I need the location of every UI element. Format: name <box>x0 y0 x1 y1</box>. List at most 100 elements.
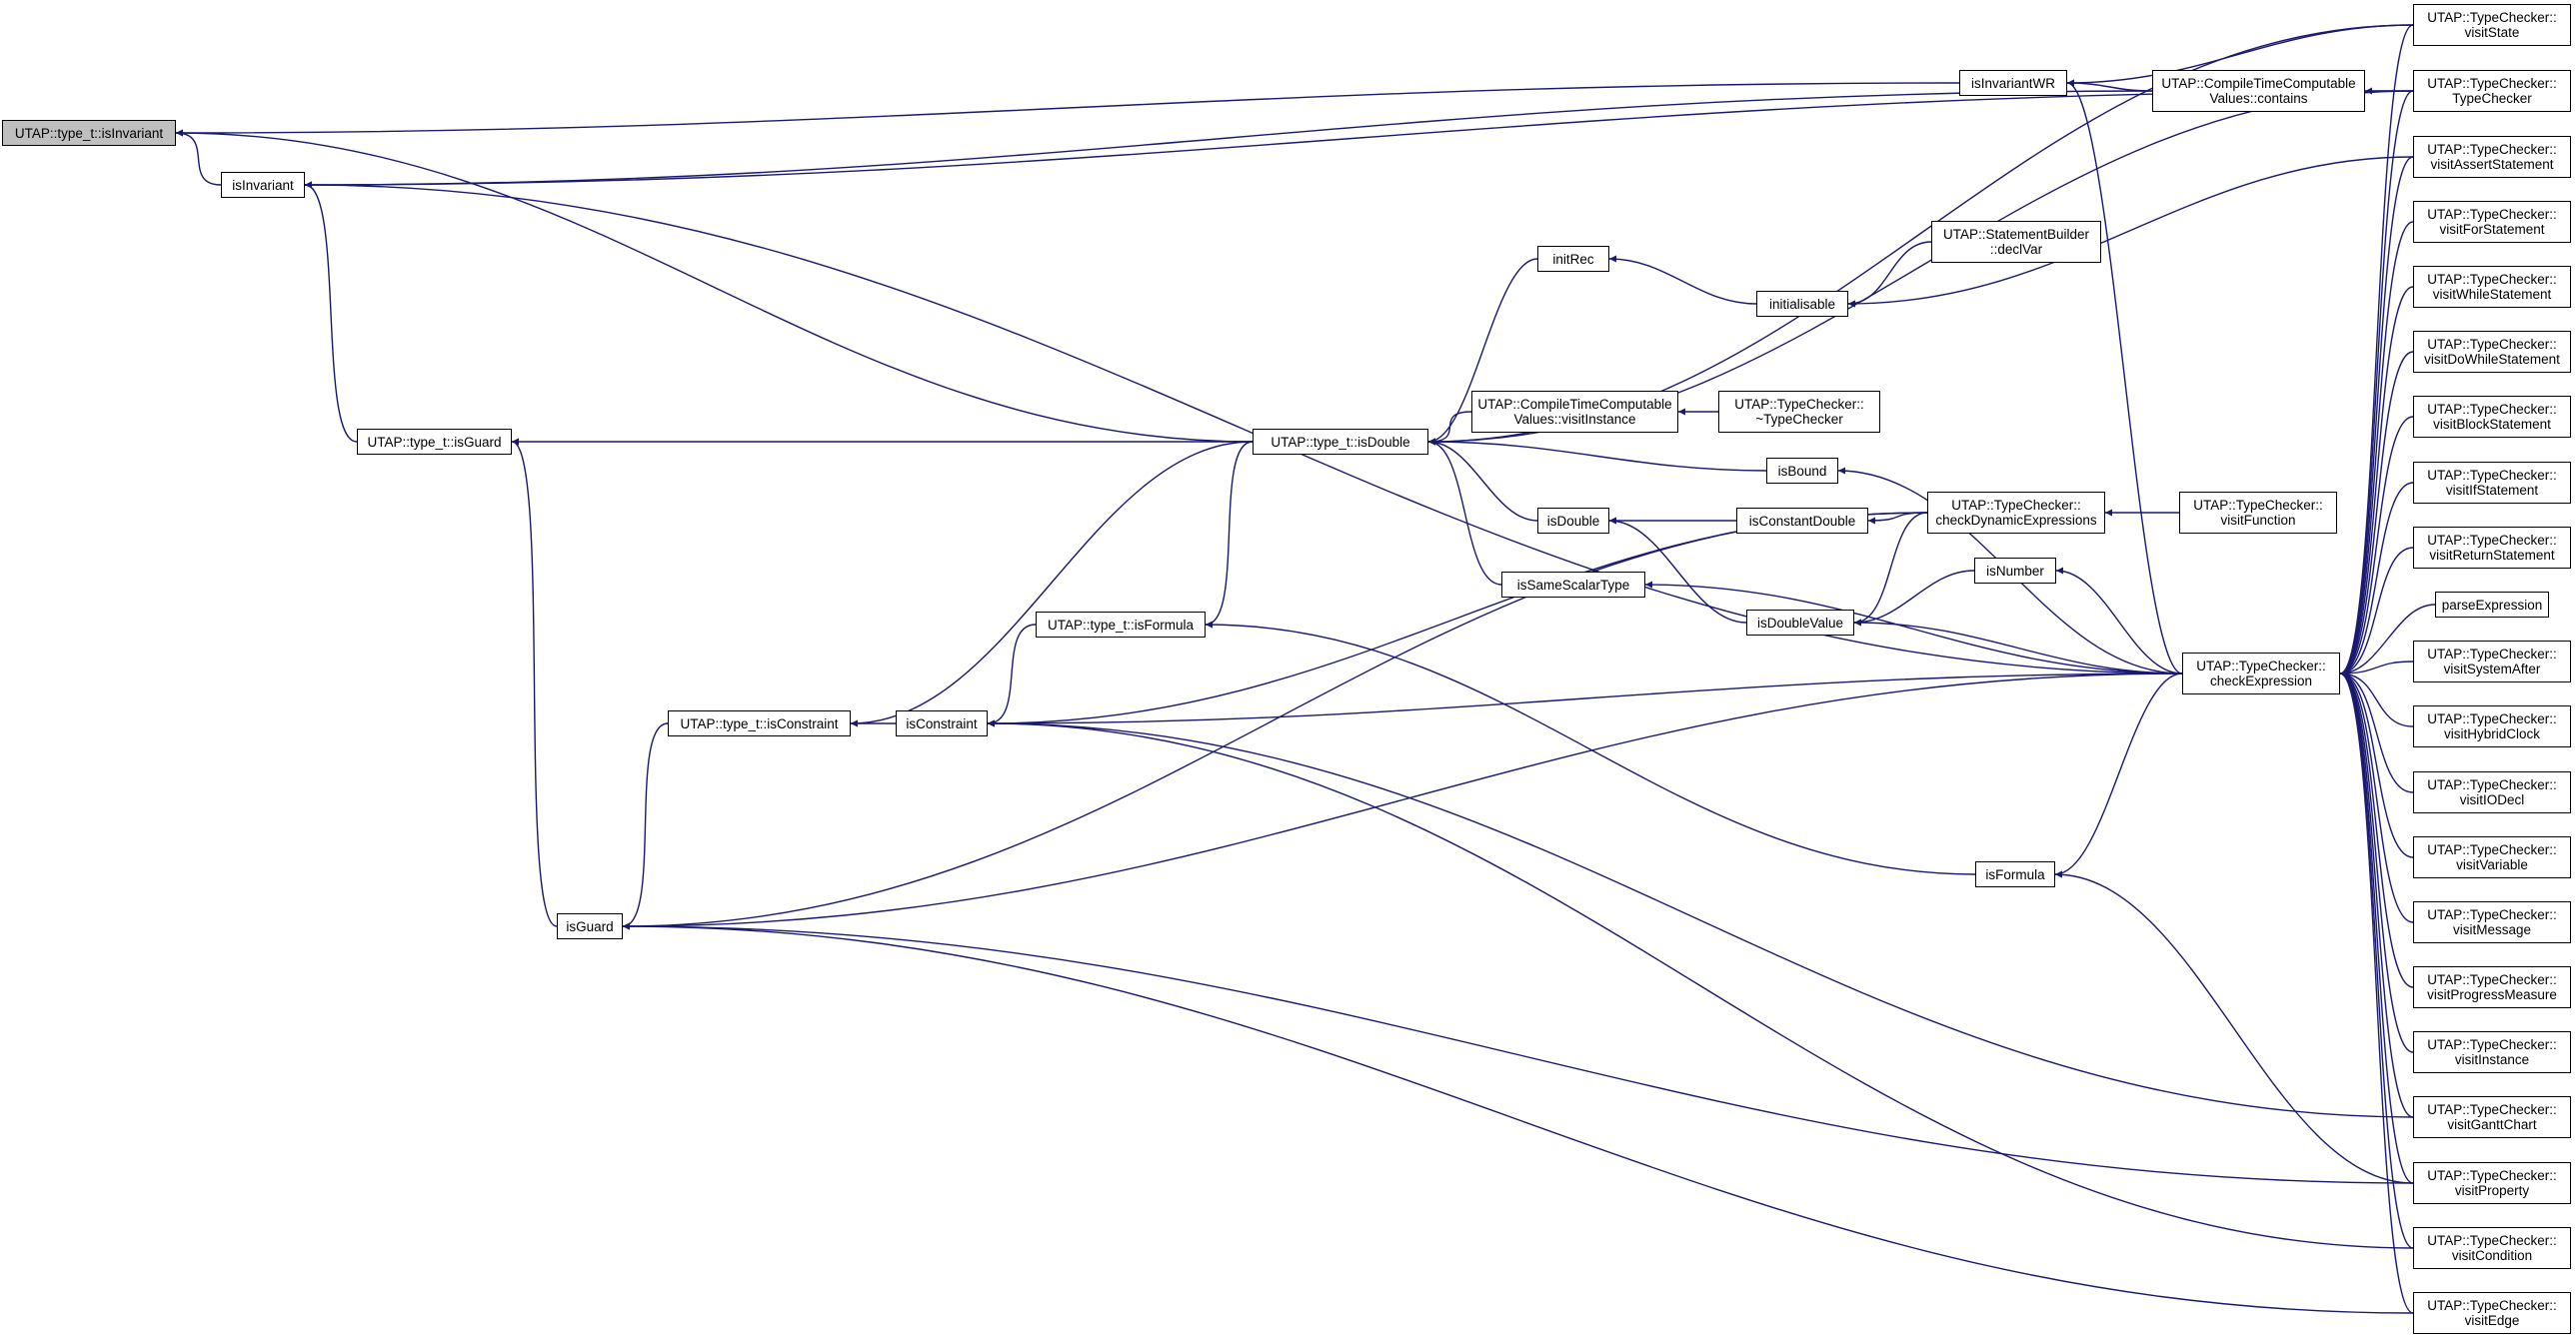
edge-checkExpr-to-isDoubleValue <box>1853 619 2183 674</box>
node-is-guard[interactable]: isGuard <box>557 913 623 939</box>
node-is-constant-double[interactable]: isConstantDouble <box>1736 508 1868 534</box>
node-visit-while[interactable]: UTAP::TypeChecker::visitWhileStatement <box>2413 266 2571 308</box>
node-label-line: visitVariable <box>2456 857 2528 872</box>
edge-isConstraintT-to-isGuard <box>622 722 669 930</box>
edge-visitSystemAfter-to-checkExpr <box>2339 661 2414 677</box>
node-label-line: isSameScalarType <box>1516 577 1630 593</box>
node-visit-gantt[interactable]: UTAP::TypeChecker::visitGanttChart <box>2413 1096 2571 1138</box>
node-label-line: UTAP::TypeChecker:: <box>2427 207 2557 222</box>
node-is-formula[interactable]: isFormula <box>1975 861 2055 887</box>
node-visit-assert[interactable]: UTAP::TypeChecker::visitAssertStatement <box>2413 136 2571 178</box>
node-label-line: isFormula <box>1985 866 2045 882</box>
edge-contains-to-isInvariantWR <box>2066 79 2153 92</box>
node-is-guard-t[interactable]: UTAP::type_t::isGuard <box>357 429 512 455</box>
node-is-bound[interactable]: isBound <box>1766 458 1838 484</box>
node-is-constraint[interactable]: isConstraint <box>896 710 988 736</box>
node-visit-property[interactable]: UTAP::TypeChecker::visitProperty <box>2413 1162 2571 1204</box>
edge-visitDoWhile-to-checkExpr <box>2339 351 2414 677</box>
node-label-line: UTAP::CompileTimeComputable <box>1477 397 1672 412</box>
node-label-line: UTAP::TypeChecker:: <box>2427 142 2557 157</box>
node-label-line: UTAP::CompileTimeComputable <box>2161 76 2356 91</box>
node-dtor[interactable]: UTAP::TypeChecker::~TypeChecker <box>1718 391 1880 433</box>
edge-isFormulaT-to-isConstraint <box>987 624 1037 727</box>
node-label-line: UTAP::TypeChecker:: <box>2427 402 2557 417</box>
edge-visitEdge-to-isGuard <box>622 922 2414 1314</box>
edge-visitProperty-to-checkExpr <box>2339 670 2414 1184</box>
edge-checkExpr-to-isSameScalarType <box>1644 581 2183 674</box>
node-check-expr[interactable]: UTAP::TypeChecker::checkExpression <box>2182 653 2340 694</box>
edge-isInvariant-to-root <box>175 129 222 186</box>
node-is-same-scalar-type[interactable]: isSameScalarType <box>1501 572 1645 598</box>
node-visit-variable[interactable]: UTAP::TypeChecker::visitVariable <box>2413 836 2571 878</box>
node-visit-function[interactable]: UTAP::TypeChecker::visitFunction <box>2179 492 2337 534</box>
node-label-line: UTAP::TypeChecker:: <box>2427 777 2557 792</box>
node-label-line: visitWhileStatement <box>2432 287 2552 302</box>
node-label-line: isBound <box>1777 463 1827 479</box>
node-is-invariant[interactable]: isInvariant <box>221 172 305 198</box>
edge-visitVariable-to-checkExpr <box>2339 670 2414 858</box>
edge-isDoubleT-to-root <box>175 129 1254 443</box>
node-visit-return[interactable]: UTAP::TypeChecker::visitReturnStatement <box>2413 527 2571 569</box>
node-visit-instance[interactable]: UTAP::TypeChecker::visitInstance <box>2413 1031 2571 1073</box>
node-label-line: isNumber <box>1986 563 2044 579</box>
edge-visitProgress-to-checkExpr <box>2339 670 2414 988</box>
node-visit-message[interactable]: UTAP::TypeChecker::visitMessage <box>2413 901 2571 943</box>
node-is-number[interactable]: isNumber <box>1974 558 2056 584</box>
node-label-line: visitGanttChart <box>2447 1117 2537 1132</box>
node-visit-progress[interactable]: UTAP::TypeChecker::visitProgressMeasure <box>2413 966 2571 1008</box>
node-visit-block[interactable]: UTAP::TypeChecker::visitBlockStatement <box>2413 396 2571 438</box>
edge-ctcVisitInstance-to-isDoubleT <box>1427 411 1472 446</box>
edge-contains-to-isInvariant <box>304 90 2153 189</box>
node-visit-condition[interactable]: UTAP::TypeChecker::visitCondition <box>2413 1227 2571 1269</box>
node-is-double-t[interactable]: UTAP::type_t::isDouble <box>1253 429 1428 455</box>
edge-visitProperty-to-isFormula <box>2054 870 2414 1184</box>
edge-isDouble-to-isDoubleT <box>1427 438 1538 522</box>
node-decl-var[interactable]: UTAP::StatementBuilder::declVar <box>1931 221 2101 263</box>
node-initialisable[interactable]: initialisable <box>1756 291 1848 317</box>
node-label-line: visitEdge <box>2464 1313 2520 1328</box>
node-label-line: parseExpression <box>2441 597 2543 613</box>
node-visit-do-while[interactable]: UTAP::TypeChecker::visitDoWhileStatement <box>2413 331 2571 373</box>
edge-isGuard-to-isGuardT <box>511 438 558 927</box>
node-visit-hybrid-clock[interactable]: UTAP::TypeChecker::visitHybridClock <box>2413 705 2571 747</box>
node-label-line: UTAP::TypeChecker:: <box>2193 498 2323 513</box>
node-init-rec[interactable]: initRec <box>1537 246 1609 272</box>
node-label-line: Values::contains <box>2209 91 2308 106</box>
node-label-line: UTAP::StatementBuilder <box>1942 227 2090 242</box>
node-label-line: UTAP::TypeChecker:: <box>1951 498 2081 513</box>
node-is-invariant-wr[interactable]: isInvariantWR <box>1959 70 2067 96</box>
node-label-line: visitSystemAfter <box>2443 662 2541 676</box>
edge-visitCondition-to-isConstraint <box>987 719 2414 1249</box>
node-label-line: checkExpression <box>2209 673 2313 688</box>
node-visit-for[interactable]: UTAP::TypeChecker::visitForStatement <box>2413 201 2571 243</box>
node-parse-expression[interactable]: parseExpression <box>2435 592 2549 618</box>
node-is-formula-t[interactable]: UTAP::type_t::isFormula <box>1036 612 1206 638</box>
node-label-line: visitIfStatement <box>2445 483 2539 498</box>
node-visit-system-after[interactable]: UTAP::TypeChecker::visitSystemAfter <box>2413 641 2571 682</box>
node-visit-if[interactable]: UTAP::TypeChecker::visitIfStatement <box>2413 462 2571 504</box>
node-check-dyn[interactable]: UTAP::TypeChecker::checkDynamicExpressio… <box>1927 492 2105 534</box>
node-label-line: isConstantDouble <box>1748 513 1856 529</box>
node-visit-state[interactable]: UTAP::TypeChecker::visitState <box>2413 4 2571 46</box>
node-is-constraint-t[interactable]: UTAP::type_t::isConstraint <box>668 710 851 736</box>
edge-isGuardT-to-isInvariant <box>304 181 358 443</box>
node-label-line: UTAP::TypeChecker:: <box>2427 272 2557 287</box>
node-label-line: isInvariantWR <box>1970 75 2056 91</box>
edge-isDoubleT-to-isFormulaT <box>1205 441 1254 629</box>
edge-visitMessage-to-checkExpr <box>2339 670 2414 923</box>
edge-checkExpr-to-isConstraint <box>987 672 2183 727</box>
node-label-line: visitHybridClock <box>2443 726 2541 741</box>
node-label-line: UTAP::TypeChecker:: <box>2427 10 2557 25</box>
node-is-double-value[interactable]: isDoubleValue <box>1746 610 1854 636</box>
edge-checkExpr-to-isNumber <box>2055 567 2183 674</box>
node-type-checker[interactable]: UTAP::TypeChecker::TypeChecker <box>2413 70 2571 112</box>
node-visit-edge[interactable]: UTAP::TypeChecker::visitEdge <box>2413 1292 2571 1334</box>
node-label-line: UTAP::TypeChecker:: <box>2427 337 2557 352</box>
edge-checkExpr-to-isFormula <box>2054 672 2183 878</box>
edge-visitAssert-to-checkExpr <box>2339 156 2414 677</box>
node-label-line: visitAssertStatement <box>2430 157 2554 172</box>
node-visit-iodecl[interactable]: UTAP::TypeChecker::visitIODecl <box>2413 771 2571 813</box>
node-is-double[interactable]: isDouble <box>1537 508 1609 534</box>
